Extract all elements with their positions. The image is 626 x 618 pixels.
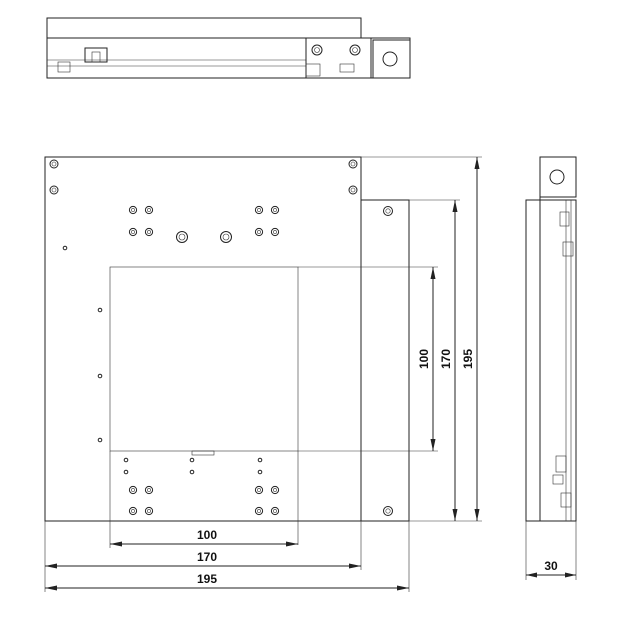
dim-height-100: 100 <box>417 349 431 369</box>
rail-hole <box>383 506 393 516</box>
corner-hole <box>49 185 59 195</box>
dim-width-100: 100 <box>197 528 217 542</box>
dim-width-170: 170 <box>197 550 217 564</box>
large-hole <box>176 231 188 243</box>
corner-hole <box>49 159 59 169</box>
rail-hole <box>383 206 393 216</box>
dim-depth-30: 30 <box>544 559 558 573</box>
mounting-hole-group <box>254 485 280 516</box>
corner-hole <box>348 159 358 169</box>
mounting-hole-group <box>128 205 154 237</box>
dim-height-170: 170 <box>439 349 453 369</box>
mounting-hole-group <box>254 205 280 237</box>
corner-hole <box>348 185 358 195</box>
large-hole <box>220 231 232 243</box>
top-view-hole <box>311 44 323 56</box>
side-view: 30 <box>525 156 577 580</box>
mounting-hole-group <box>128 485 154 516</box>
top-view-hole <box>349 44 361 56</box>
dim-height-195: 195 <box>461 349 475 369</box>
top-view <box>46 17 411 79</box>
front-view <box>44 156 410 545</box>
dim-width-195: 195 <box>197 572 217 586</box>
front-dimensions: 100 170 195 100 170 195 <box>44 156 482 592</box>
